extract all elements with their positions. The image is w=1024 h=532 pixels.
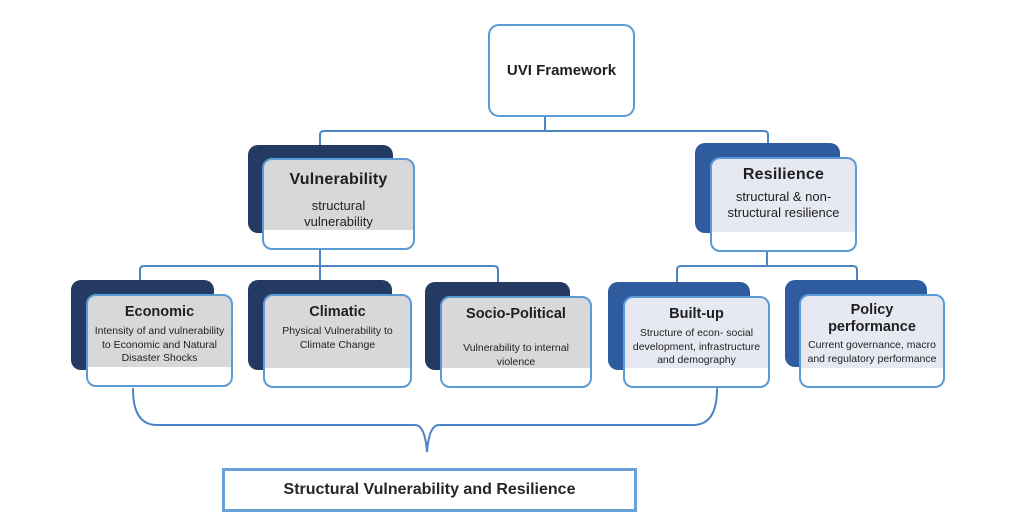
vulnerability-title: Vulnerability	[289, 171, 388, 188]
footer-summary-box: Structural Vulnerability and Resilience	[222, 468, 637, 512]
policy-performance-desc: Current governance, macro and regulatory…	[807, 339, 937, 365]
footer-summary-label: Structural Vulnerability and Resilience	[283, 481, 576, 498]
built-up-desc: Structure of econ- social development, i…	[632, 327, 761, 367]
economic-node: Economic Intensity of and vulnerability …	[86, 294, 233, 387]
policy-performance-title: Policy performance	[828, 302, 916, 335]
economic-title: Economic	[124, 304, 195, 320]
connector-resilience-children	[676, 252, 858, 282]
built-up-title: Built-up	[669, 306, 724, 322]
climatic-node: Climatic Physical Vulnerability to Clima…	[263, 294, 412, 388]
socio-political-title: Socio-Political	[466, 306, 566, 322]
socio-political-desc: Vulnerability to internal violence	[463, 342, 569, 368]
vulnerability-subtitle: structural vulnerability	[304, 198, 373, 230]
policy-performance-node: Policy performance Current governance, m…	[799, 294, 945, 388]
resilience-subtitle: structural & non-structural resilience	[727, 189, 840, 221]
resilience-node: Resilience structural & non-structural r…	[710, 157, 857, 252]
root-node-label: UVI Framework	[506, 62, 617, 79]
curly-brace	[132, 388, 718, 453]
root-node-uvi-framework: UVI Framework	[488, 24, 635, 117]
vulnerability-node: Vulnerability structural vulnerability	[262, 158, 415, 250]
connector-vulnerability-children	[139, 250, 499, 282]
built-up-node: Built-up Structure of econ- social devel…	[623, 296, 770, 388]
economic-desc: Intensity of and vulnerability to Econom…	[94, 325, 225, 365]
climatic-title: Climatic	[309, 304, 366, 320]
resilience-title: Resilience	[742, 166, 825, 183]
climatic-desc: Physical Vulnerability to Climate Change	[282, 325, 393, 351]
socio-political-node: Socio-Political Vulnerability to interna…	[440, 296, 592, 388]
connector-level2	[319, 130, 769, 157]
